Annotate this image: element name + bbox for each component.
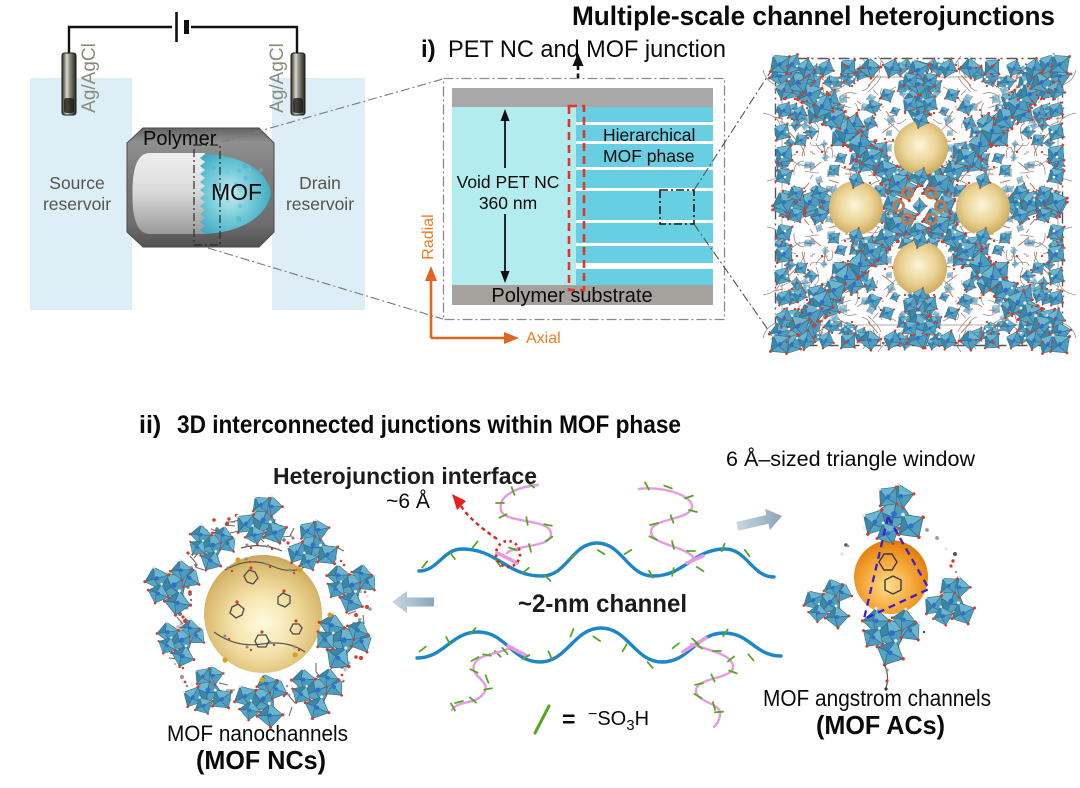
svg-text:−SO3H: −SO3H — [588, 706, 649, 734]
svg-text:=: = — [562, 706, 575, 732]
svg-text:6 Å–sized triangle window: 6 Å–sized triangle window — [726, 448, 976, 471]
svg-text:Heterojunction interface: Heterojunction interface — [273, 463, 537, 489]
svg-text:reservoir: reservoir — [286, 194, 354, 214]
svg-text:Polymer substrate: Polymer substrate — [491, 285, 652, 307]
svg-text:3D interconnected junctions wi: 3D interconnected junctions within MOF p… — [177, 411, 681, 439]
svg-text:Multiple-scale channel heteroj: Multiple-scale channel heterojunctions — [572, 1, 1055, 31]
svg-text:~6 Å: ~6 Å — [386, 490, 430, 513]
svg-text:(MOF NCs): (MOF NCs) — [196, 745, 326, 775]
svg-text:MOF nanochannels: MOF nanochannels — [167, 721, 348, 746]
svg-text:Axial: Axial — [526, 330, 561, 347]
svg-text:Source: Source — [49, 173, 104, 193]
svg-text:360 nm: 360 nm — [479, 193, 537, 213]
svg-text:ii): ii) — [139, 411, 161, 439]
svg-text:reservoir: reservoir — [43, 194, 111, 214]
svg-text:~2-nm channel: ~2-nm channel — [518, 590, 687, 618]
svg-text:Hierarchical: Hierarchical — [603, 125, 695, 145]
svg-text:PET NC and MOF junction: PET NC and MOF junction — [448, 36, 726, 63]
svg-text:i): i) — [421, 36, 436, 63]
svg-text:Ag/AgCl: Ag/AgCl — [79, 43, 100, 113]
svg-text:Polymer: Polymer — [143, 128, 217, 150]
svg-text:Radial: Radial — [420, 214, 437, 259]
svg-text:MOF angstrom channels: MOF angstrom channels — [763, 685, 991, 711]
svg-text:Drain: Drain — [299, 173, 341, 193]
svg-text:MOF phase: MOF phase — [603, 146, 694, 166]
svg-text:MOF: MOF — [211, 179, 262, 205]
svg-text:(MOF ACs): (MOF ACs) — [816, 710, 945, 740]
svg-text:Void PET NC: Void PET NC — [457, 172, 560, 192]
svg-text:Ag/AgCl: Ag/AgCl — [267, 43, 288, 113]
